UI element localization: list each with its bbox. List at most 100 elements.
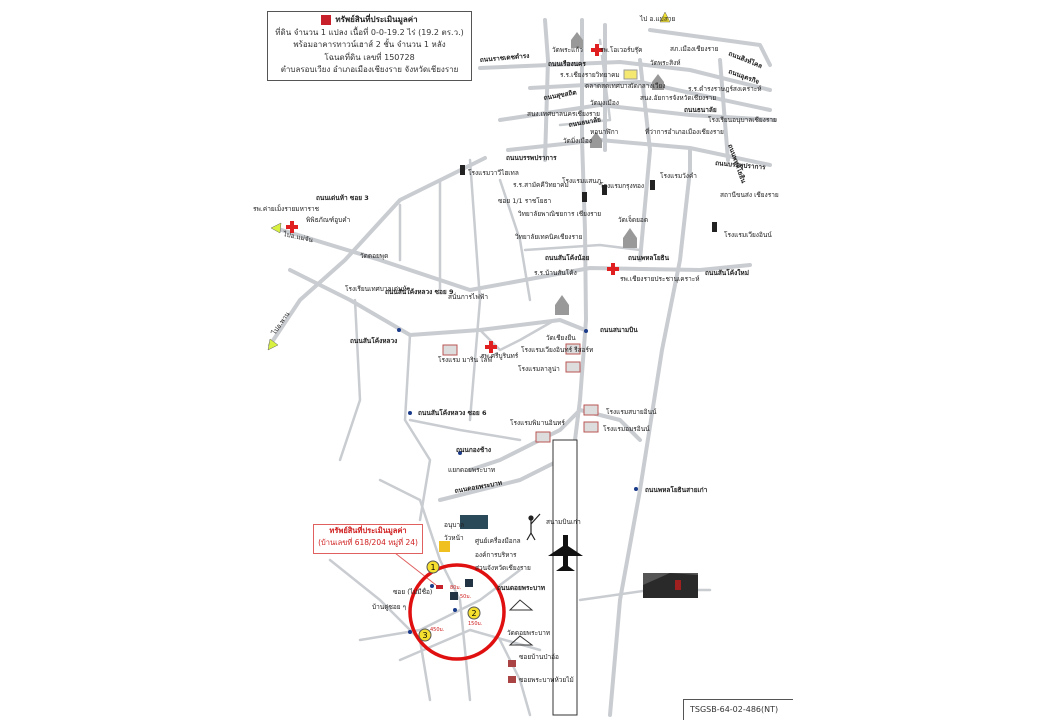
temple-icon bbox=[555, 295, 569, 315]
hotel-icon bbox=[565, 343, 581, 355]
label-wat-phrakaew: วัดพระแก้ว bbox=[552, 46, 583, 54]
runway bbox=[552, 439, 578, 716]
label-hotel-wangcome: โรงแรมวังคำ bbox=[660, 172, 697, 180]
hotel-icon bbox=[535, 431, 551, 443]
marker-2-num: 2 bbox=[471, 609, 476, 618]
landmark-photo bbox=[643, 573, 698, 598]
shop-icon bbox=[508, 660, 516, 667]
label-hotel-krungthong: โรงแรมกรุงทอง bbox=[600, 182, 644, 190]
label-rd-rattanakhet: ถนนราชเดชดำรง bbox=[479, 52, 529, 64]
label-bus-station: สถานีขนส่ง เชียงราย bbox=[720, 191, 779, 199]
mountain-icon bbox=[508, 635, 534, 646]
label-hotel-piman: โรงแรมพิมานอินทร์ bbox=[510, 419, 565, 427]
label-rd-denha3: ถนนเด่นห้า ซอย 3 bbox=[316, 193, 369, 202]
hotel-icon bbox=[582, 192, 587, 202]
temple-icon bbox=[652, 74, 664, 90]
hotel-icon bbox=[583, 404, 599, 416]
legend-box: ทรัพย์สินที่ประเมินมูลค่า ที่ดิน จำนวน 1… bbox=[267, 11, 472, 81]
label-soi-bandu: บ้านดู่ซอย ๆ bbox=[372, 603, 406, 611]
label-rd-right: ถนนสันโค้งใหม่ bbox=[705, 268, 749, 277]
label-hotel-marin: โรงแรม มาริน ไลฟ์ bbox=[438, 356, 492, 364]
label-old-airport: สนามบินเก่า bbox=[546, 518, 581, 526]
label-tool-center1: ศูนย์เครื่องมือกล bbox=[475, 536, 521, 545]
label-wat-left: วัดดอยพุด bbox=[360, 252, 388, 260]
roads bbox=[268, 18, 777, 717]
road-dots bbox=[397, 328, 638, 634]
hospital-icons bbox=[286, 44, 619, 353]
label-hotel-laluna: โรงแรมลาลูน่า bbox=[518, 365, 560, 373]
radius-circle bbox=[408, 563, 506, 661]
tool-center-icon bbox=[460, 515, 488, 529]
marker-3-num: 3 bbox=[422, 631, 427, 640]
legend-line-4: ตำบลรอบเวียง อำเภอเมืองเชียงราย จังหวัดเ… bbox=[280, 65, 459, 74]
label-rd-doiphrabat2: ถนนดอยพระบาท bbox=[497, 584, 545, 592]
label-rd-phahon-old: ถนนพหลโยธินสายเก่า bbox=[645, 485, 708, 494]
label-hosp-prachanukroh: รพ.เชียงรายประชานุเคราะห์ bbox=[620, 275, 700, 283]
label-rd-doiphrabat: ถนนดอยพระบาท bbox=[454, 479, 503, 495]
label-tool-center2: องค์การบริหาร bbox=[475, 551, 517, 559]
label-school-sankhong: ร.ร.บ้านสันโค้ง bbox=[534, 269, 577, 277]
airplane-icon bbox=[548, 535, 583, 571]
label-rd-thanalai: ถนนธนาลัย bbox=[684, 106, 717, 114]
arrow-north-icon bbox=[659, 11, 671, 23]
document-code: TSGSB-64-02-486(NT) bbox=[683, 699, 793, 720]
callout-leader-line bbox=[394, 552, 437, 586]
marker-1-num: 1 bbox=[430, 563, 435, 572]
label-hotel-saenphu: โรงแรมแสนภู bbox=[562, 177, 601, 185]
label-hosp-camp: รพ.ค่ายเม็งรายมหาราช bbox=[253, 204, 320, 213]
hotel-icon bbox=[602, 185, 607, 195]
temple-icon bbox=[571, 32, 583, 48]
marker-3 bbox=[418, 628, 432, 642]
callout-title: ทรัพย์สินที่ประเมินมูลค่า bbox=[329, 526, 407, 535]
label-clock-tower: หอนาฬิกา bbox=[590, 128, 619, 136]
label-wat-mungmuang: วัดมุงเมือง bbox=[590, 99, 619, 107]
school-icon bbox=[439, 541, 450, 552]
callout-subtitle: (บ้านเลขที่ 618/204 หมู่ที่ 24) bbox=[318, 538, 418, 547]
label-soi-ratchayotha: ซอย 1/1 ราชโยธา bbox=[498, 197, 552, 205]
label-junction: แยกดอยพระบาท bbox=[448, 466, 495, 474]
label-cr-wittayakhom: ร.ร.เชียงรายวิทยาคม bbox=[560, 71, 620, 79]
golfer-icon bbox=[526, 513, 541, 541]
hotel-icon bbox=[460, 165, 465, 175]
label-tech-college: วิทยาลัยเทคนิคเชียงราย bbox=[515, 233, 583, 241]
legend-title-row: ทรัพย์สินที่ประเมินมูลค่า bbox=[268, 14, 471, 27]
hotel-icon bbox=[442, 344, 458, 356]
label-hotel-sabai: โรงแรมสบายอินน์ bbox=[606, 408, 657, 416]
label-damrong: ร.ร.ดำรงราษฎร์สงเคราะห์ bbox=[688, 85, 762, 93]
shop-icon bbox=[508, 676, 516, 683]
label-hotel-wawee: โรงแรมวาวีไฮเทล bbox=[468, 169, 519, 177]
label-to-left: ไปอ.แม่จัน bbox=[282, 230, 315, 244]
post-office-icon bbox=[623, 69, 638, 80]
temple-icon bbox=[623, 228, 637, 248]
label-soi-bottom2: ซอยพระบาทห้วยไม้ bbox=[519, 676, 574, 684]
label-rd-banphaprakan: ถนนบรรพปราการ bbox=[506, 154, 557, 162]
hotel-icon bbox=[650, 180, 655, 190]
label-prosecutor: สนง.อัยการจังหวัดเชียงราย bbox=[640, 94, 716, 102]
label-rd-kongchang: ถนนกองช้าง bbox=[456, 445, 491, 454]
label-market: ตลาดสดเทศบาล bbox=[585, 82, 632, 90]
label-rd-ruangnakhon: ถนนเรืองนคร bbox=[548, 60, 586, 68]
legend-marker bbox=[321, 14, 332, 25]
marker-1 bbox=[426, 560, 440, 574]
label-wat-klangwiang: วัดกลางเวียง bbox=[630, 82, 665, 90]
label-hotel-amorn: โรงแรมอมรอินน์ bbox=[603, 425, 650, 433]
label-rd-airport: ถนนสนามบิน bbox=[600, 326, 638, 334]
legend-title: ทรัพย์สินที่ประเมินมูลค่า bbox=[335, 15, 418, 24]
marker-2 bbox=[467, 606, 481, 620]
label-municipality: สนง.เทศบาลนครเชียงราย bbox=[527, 110, 600, 118]
legend-line-2: พร้อมอาคารทาวน์เฮาส์ 2 ชั้น จำนวน 1 หลัง bbox=[293, 40, 446, 49]
label-wat-mingmuang: วัดมิ่งเมือง bbox=[563, 136, 592, 145]
label-soi-noname: ซอย (ไม่มีชื่อ) bbox=[393, 587, 432, 596]
label-rd-sankhongnoi: ถนนสันโค้งน้อย bbox=[545, 253, 590, 262]
distance-3: 450ม. bbox=[430, 627, 445, 633]
label-kinder1: อนุบาล bbox=[444, 521, 464, 529]
label-rd-phahon2: ถนนพหลโยธิน bbox=[628, 253, 670, 262]
label-anuban: โรงเรียนอนุบาลเชียงราย bbox=[708, 116, 777, 124]
label-rd-sankhongluang9: ถนนสันโค้งหลวง ซอย 9 bbox=[385, 287, 454, 296]
arrow-west-icon bbox=[270, 222, 282, 234]
temple-icon bbox=[590, 132, 602, 148]
arrow-southwest-icon bbox=[267, 338, 279, 351]
label-hosp-sriburin: รพ.ศรีบูรินทร์ bbox=[481, 352, 519, 360]
subject-property-marker[interactable] bbox=[436, 585, 443, 589]
